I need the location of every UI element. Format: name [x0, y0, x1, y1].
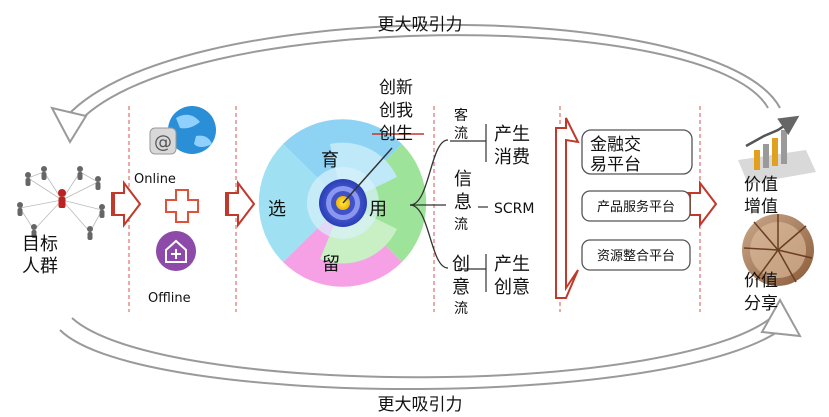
- audience-label-line2: 人群: [22, 256, 58, 277]
- value-add-line1: 价值: [744, 175, 778, 195]
- plus-icon: [165, 189, 199, 223]
- customer-flow-label-1: 客: [454, 107, 468, 124]
- wheel-label-left: 选: [268, 199, 286, 220]
- offline-store-icon: [156, 231, 196, 271]
- offline-label: Offline: [148, 291, 191, 306]
- email-globe-icon: @: [149, 106, 216, 155]
- customer-flow-result-1: 产生: [494, 124, 530, 145]
- creative-flow-label-3: 流: [454, 301, 468, 317]
- bottom-caption: 更大吸引力: [378, 395, 463, 415]
- info-flow-label-2: 息: [454, 192, 472, 213]
- top-attraction-arrow: [50, 24, 781, 145]
- audience-label-line1: 目标: [22, 234, 58, 255]
- svg-text:@: @: [154, 132, 172, 153]
- value-share-line2: 分享: [744, 294, 778, 314]
- creative-flow-label-2: 意: [452, 277, 470, 298]
- wood-slice-icon: [742, 214, 814, 286]
- wheel-label-right: 用: [369, 199, 387, 220]
- platform-product-service-label: 产品服务平台: [597, 199, 675, 215]
- bottom-attraction-arrow: [59, 297, 802, 391]
- platform-box-finance: 金融交 易平台: [581, 129, 693, 175]
- platform-resource-label: 资源整合平台: [597, 249, 675, 264]
- network-people-icon: [17, 166, 105, 240]
- innovation-line-1: 创新: [379, 78, 413, 98]
- value-add-line2: 增值: [744, 197, 778, 217]
- customer-flow-result-2: 消费: [494, 147, 530, 168]
- flow-branches: [409, 139, 449, 269]
- platform-box-resource: 资源整合平台: [581, 239, 691, 271]
- innovation-pointer: [342, 147, 393, 204]
- info-flow-label-3: 流: [454, 217, 468, 233]
- innovation-line-3: 创生: [379, 124, 413, 144]
- creative-flow-result-1: 产生: [494, 254, 530, 275]
- growth-bars-icon: [738, 115, 816, 184]
- customer-flow-label-2: 流: [454, 126, 468, 142]
- platform-box-product-service: 产品服务平台: [581, 190, 691, 222]
- value-share-line1: 价值: [744, 271, 778, 291]
- innovation-line-2: 创我: [379, 101, 413, 121]
- red-block-arrow-3: [687, 180, 718, 228]
- online-label: Online: [134, 172, 176, 187]
- flow-result-lines: [450, 124, 488, 292]
- platform-finance-line-2: 易平台: [590, 155, 641, 175]
- wheel-label-bottom: 留: [322, 254, 340, 275]
- info-flow-label-1: 信: [454, 169, 472, 190]
- creative-flow-result-2: 创意: [494, 277, 530, 298]
- red-block-arrow-2: [225, 180, 256, 228]
- platform-finance-line-1: 金融交: [590, 135, 641, 155]
- platform-bracket-arrow: [555, 117, 580, 299]
- info-flow-result: SCRM: [494, 201, 534, 217]
- wheel-label-top: 育: [321, 150, 339, 171]
- creative-flow-label-1: 创: [452, 254, 470, 275]
- top-caption: 更大吸引力: [378, 15, 463, 35]
- red-block-arrow-1: [111, 180, 142, 228]
